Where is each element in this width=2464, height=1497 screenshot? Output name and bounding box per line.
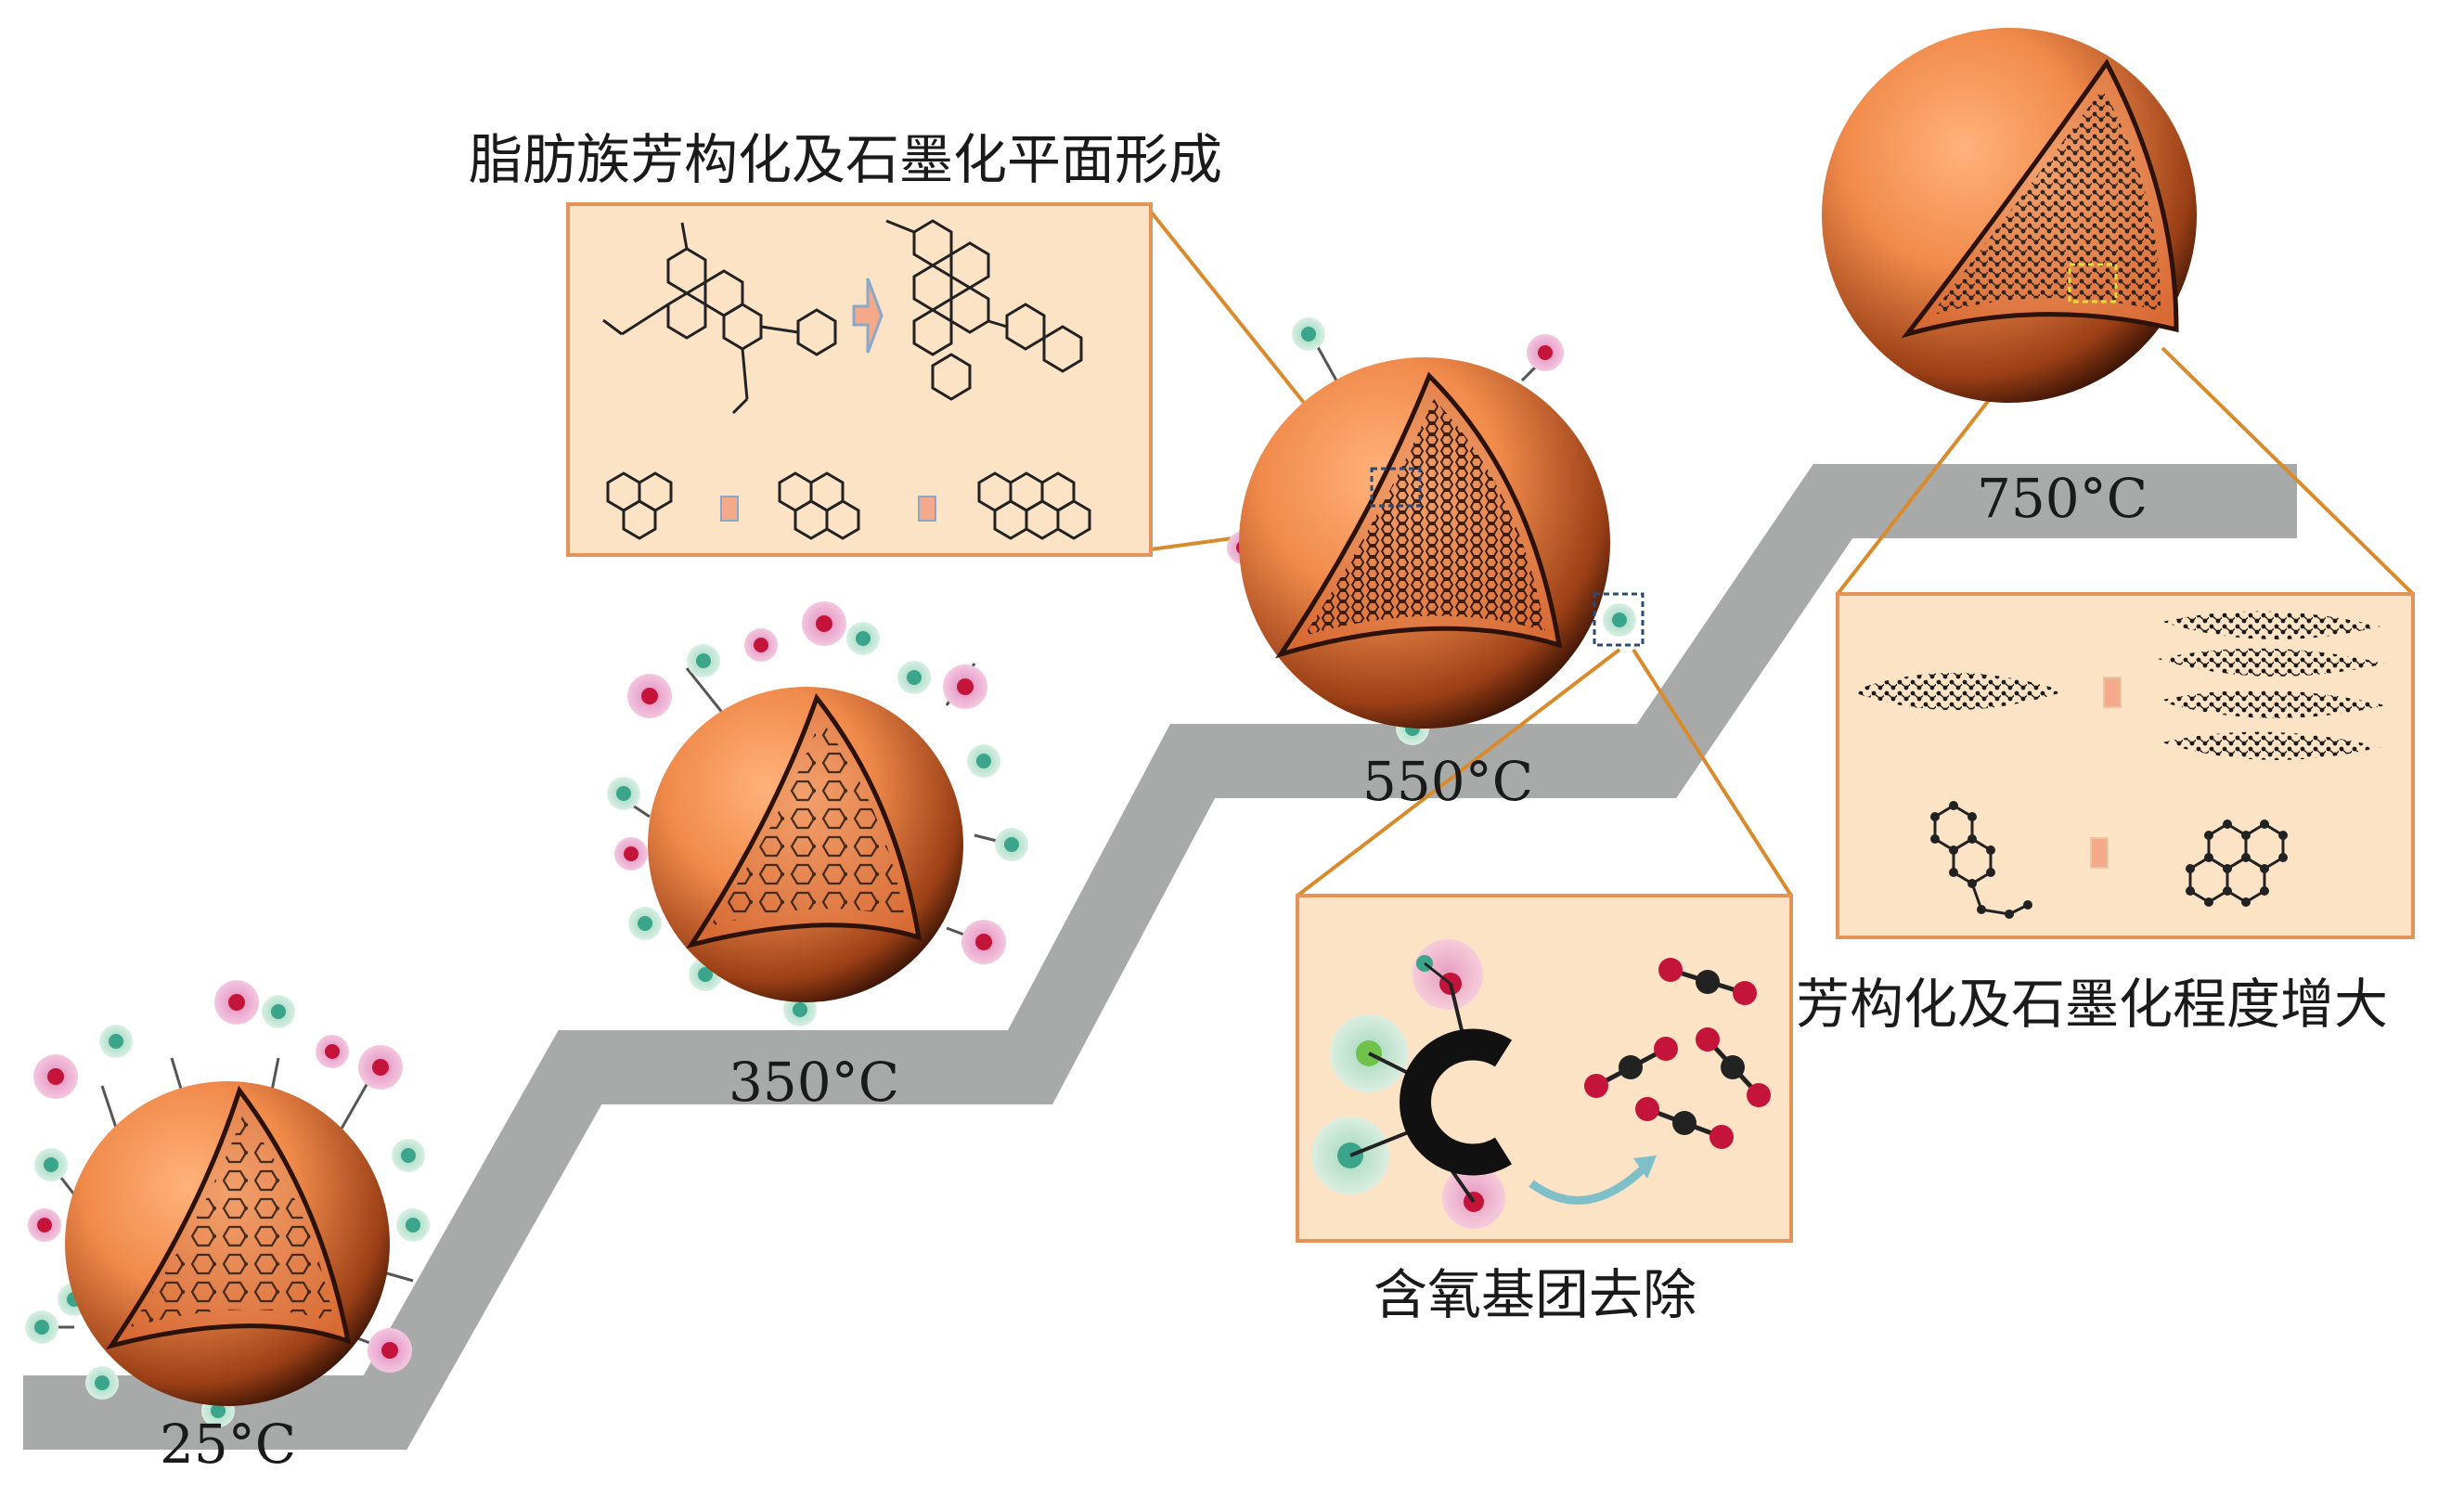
temperature-label-350c: 350°C (729, 1051, 900, 1114)
aromatic-chain-atoms (1930, 801, 2032, 919)
small-aromatics (606, 471, 1091, 540)
release-arrow (1529, 1161, 1651, 1205)
temperature-staircase (23, 464, 2297, 1450)
co2-molecules (1584, 958, 1771, 1149)
caption-graphitization: 芳构化及石墨化程度增大 (1796, 973, 2389, 1036)
carbon-atom (1400, 1028, 1513, 1176)
fused-aromatic-atoms (2186, 819, 2288, 907)
graphitization-panel (1836, 592, 2415, 939)
temperature-label-25c: 25°C (160, 1413, 297, 1476)
oxygen-removal-panel (1296, 894, 1793, 1243)
arrow-icon (720, 496, 739, 522)
graphitic-structure (885, 219, 1083, 401)
arrow-icon (852, 277, 884, 354)
particle-550c (1227, 317, 1645, 745)
highlight-box (2068, 263, 2118, 303)
highlight-box (1370, 467, 1422, 508)
arrow-icon (2103, 677, 2122, 708)
graphene-layers-small (1851, 673, 2065, 710)
graphene-layers-stacked (2158, 611, 2385, 760)
arrow-icon (918, 496, 936, 522)
aromatization-panel (566, 202, 1153, 557)
particle-750c (1822, 28, 2197, 403)
particle-25c (25, 980, 430, 1427)
caption-aromatization: 脂肪族芳构化及石墨化平面形成 (469, 128, 1223, 191)
caption-oxygen-removal: 含氧基团去除 (1374, 1263, 1697, 1326)
arrow-icon (2090, 837, 2109, 869)
temperature-label-750c: 750°C (1977, 467, 2148, 530)
aliphatic-structure (602, 222, 837, 415)
highlight-box (1593, 592, 1645, 647)
temperature-label-550c: 550°C (1362, 750, 1534, 813)
particle-350c (607, 601, 1028, 1026)
